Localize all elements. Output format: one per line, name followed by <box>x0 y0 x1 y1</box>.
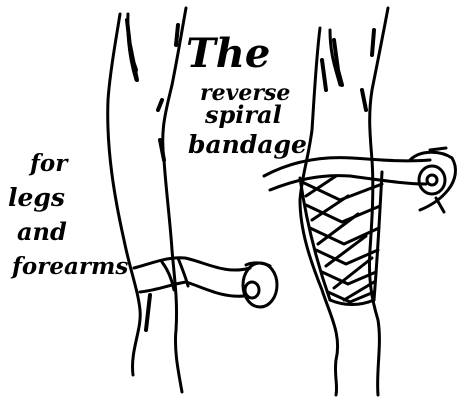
spiral-fold-diagonals <box>306 176 374 300</box>
bandage-body-right-edge <box>374 172 382 300</box>
right-limb <box>264 8 455 395</box>
title-line-spiral: spiral <box>205 103 282 127</box>
right-bandage-roll <box>419 166 445 194</box>
title-line-the: The <box>186 34 270 74</box>
side-caption-and: and <box>17 220 67 244</box>
side-caption-forearms: forearms <box>12 255 128 278</box>
left-bandage-roll-core <box>245 282 259 298</box>
right-bandage-strip-top <box>264 158 430 176</box>
spiral-turn-2 <box>306 205 380 222</box>
side-caption-legs: legs <box>8 185 65 210</box>
left-bandage-strip-top <box>134 258 250 270</box>
left-bandage-strip-bottom <box>140 282 244 296</box>
side-caption-for: for <box>30 152 67 175</box>
right-bandage-strip-bottom <box>270 176 426 190</box>
right-limb-outline-right <box>369 8 388 395</box>
title-line-bandage: bandage <box>188 132 307 157</box>
left-limb-outline-right <box>163 8 186 392</box>
right-bandage-roll-core <box>427 175 437 185</box>
